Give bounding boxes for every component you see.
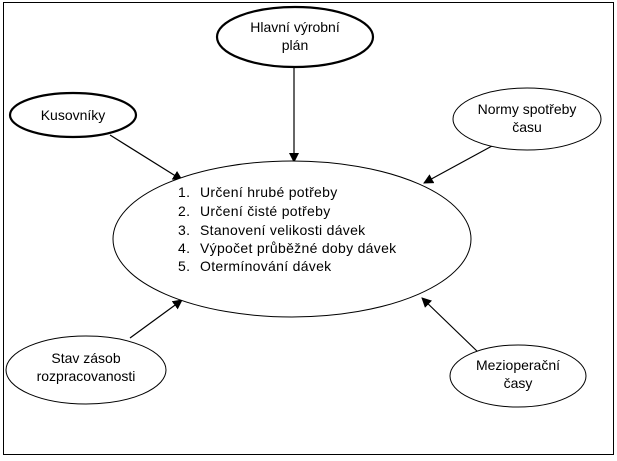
center-item-4: Výpočet průběžné doby dávek	[200, 240, 397, 256]
node-kusovniky: Kusovníky	[8, 91, 138, 139]
node-hlavni-vyrobni-plan: Hlavní výrobní plán	[215, 5, 375, 69]
node-hlavni-vyrobni-plan-line-1: Hlavní výrobní	[250, 19, 340, 35]
node-mezioperacni-casy-line-1: Mezioperační	[476, 357, 560, 373]
center-ellipse	[112, 160, 472, 318]
center-number-1: 1.	[178, 184, 190, 200]
node-mezioperacni-casy-ellipse	[449, 344, 587, 408]
center-node: 1. Určení hrubé potřeby 2. Určení čisté …	[112, 160, 472, 318]
center-number-3: 3.	[178, 222, 190, 238]
node-stav-zasob-ellipse	[5, 335, 167, 405]
arrow-from-kusovniky	[109, 134, 183, 181]
node-stav-zasob-line-1: Stav zásob	[51, 350, 120, 366]
node-mezioperacni-casy-line-2: časy	[504, 375, 533, 391]
node-normy-spotreby-casu-line-1: Normy spotřeby	[478, 101, 577, 117]
center-item-3: Stanovení velikosti dávek	[200, 222, 366, 238]
node-normy-spotreby-casu: Normy spotřeby času	[452, 87, 602, 151]
node-kusovniky-line-1: Kusovníky	[41, 107, 106, 123]
center-number-5: 5.	[178, 258, 190, 274]
arrow-from-stav-zasob	[129, 299, 183, 339]
node-normy-spotreby-casu-line-2: času	[512, 119, 542, 135]
center-item-1: Určení hrubé potřeby	[200, 184, 338, 200]
node-stav-zasob: Stav zásob rozpracovanosti	[5, 335, 167, 405]
center-item-5: Otermínování dávek	[200, 258, 332, 274]
center-number-2: 2.	[178, 203, 190, 219]
node-normy-spotreby-casu-ellipse	[452, 87, 602, 151]
node-hlavni-vyrobni-plan-line-2: plán	[282, 37, 308, 53]
arrow-from-mezioperacni-casy	[421, 297, 481, 355]
node-stav-zasob-line-2: rozpracovanosti	[37, 368, 136, 384]
node-mezioperacni-casy: Mezioperační časy	[449, 344, 587, 408]
center-number-4: 4.	[178, 240, 190, 256]
center-item-2: Určení čisté potřeby	[200, 203, 331, 219]
node-hlavni-vyrobni-plan-ellipse	[215, 5, 375, 69]
node-kusovniky-ellipse	[8, 91, 138, 139]
arrow-from-normy-spotreby-casu	[423, 145, 493, 184]
